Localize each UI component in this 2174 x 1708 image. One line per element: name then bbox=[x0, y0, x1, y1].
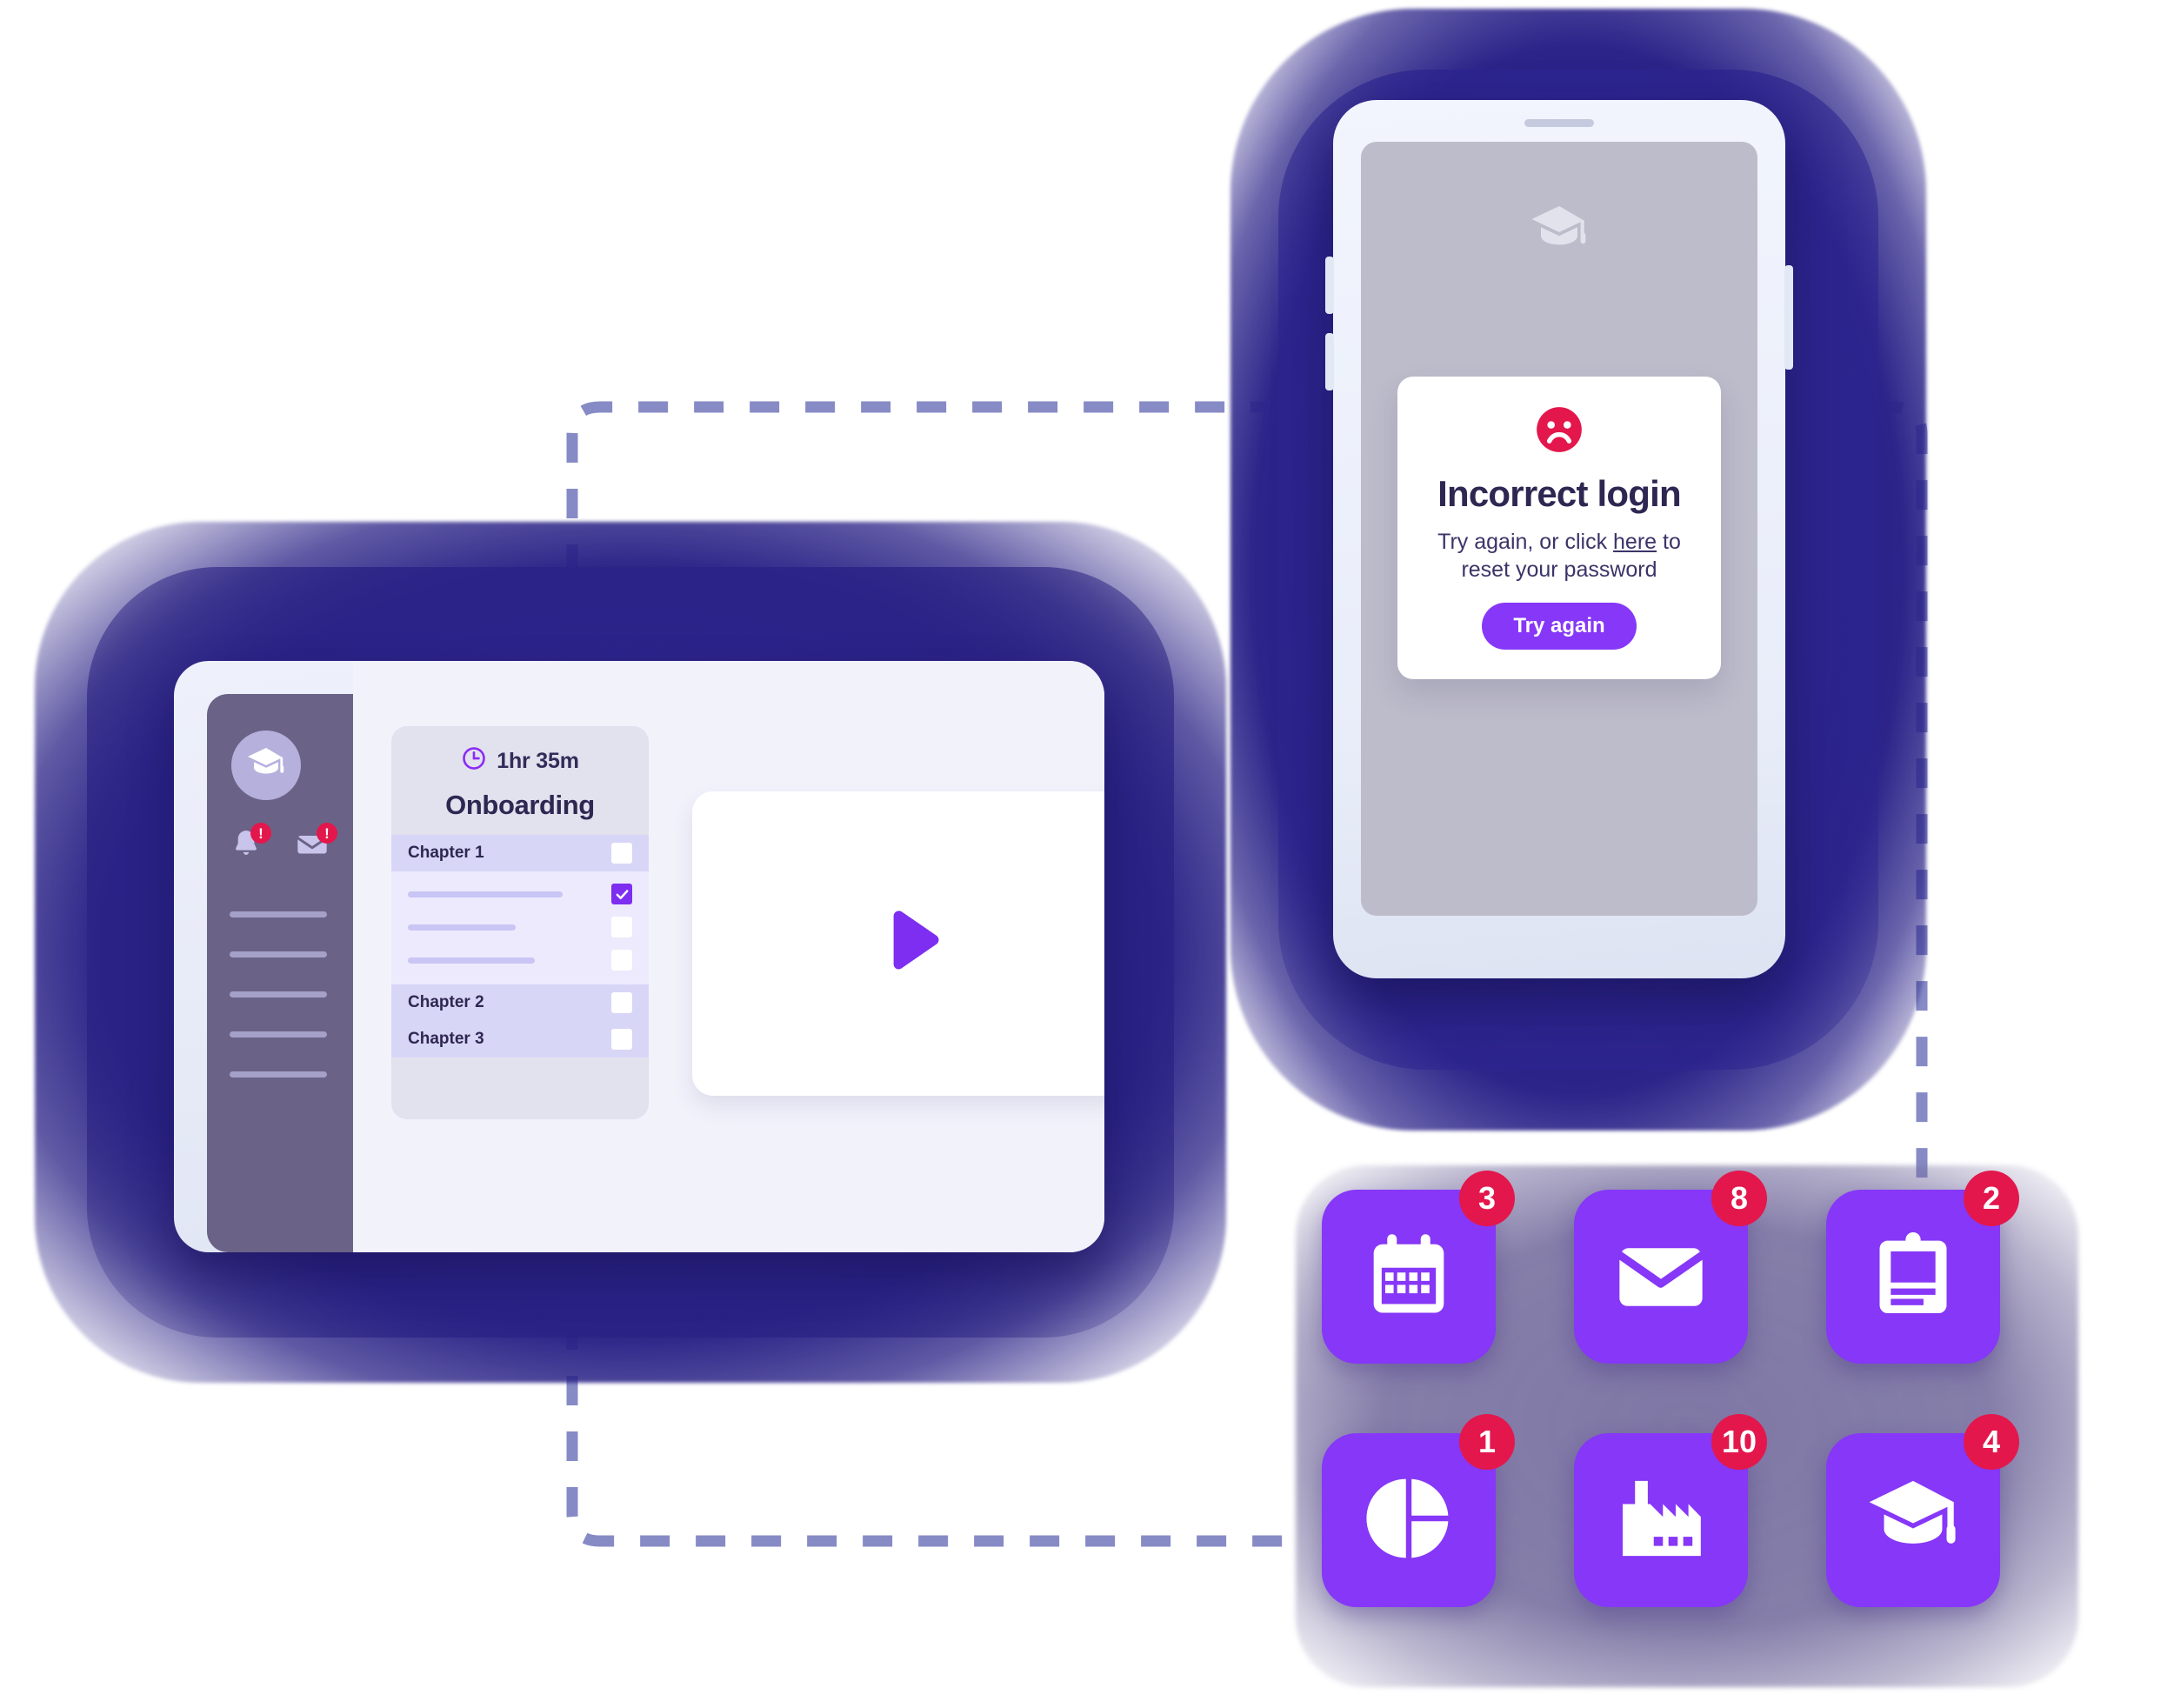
list-item[interactable] bbox=[408, 950, 632, 971]
power-button[interactable] bbox=[1784, 265, 1793, 370]
try-again-button[interactable]: Try again bbox=[1482, 603, 1637, 651]
app-badge: 10 bbox=[1711, 1414, 1767, 1470]
chapter-checkbox[interactable] bbox=[611, 843, 632, 864]
list-item[interactable] bbox=[408, 884, 632, 904]
chapter-row[interactable]: Chapter 3 bbox=[391, 1021, 649, 1057]
chapter-checkbox[interactable] bbox=[611, 992, 632, 1013]
app-badge: 1 bbox=[1459, 1414, 1515, 1470]
app-grid: 3 8 bbox=[1322, 1171, 2019, 1607]
page-title: Onboarding bbox=[445, 790, 595, 820]
graduation-cap-icon bbox=[1865, 1471, 1961, 1571]
chapter-label: Chapter 1 bbox=[408, 844, 484, 862]
app-tile-clipboard[interactable]: 2 bbox=[1826, 1171, 2019, 1364]
sidebar-nav-placeholders bbox=[230, 911, 327, 1111]
sidebar-nav-item[interactable] bbox=[230, 991, 327, 997]
chapter-label: Chapter 3 bbox=[408, 1030, 484, 1048]
app-badge: 4 bbox=[1964, 1414, 2019, 1470]
lesson-checkbox[interactable] bbox=[611, 917, 632, 937]
lesson-list bbox=[391, 871, 649, 984]
messages-button[interactable]: ! bbox=[292, 823, 337, 866]
sad-face-icon-wrap bbox=[1420, 403, 1698, 461]
app-badge: 3 bbox=[1459, 1171, 1515, 1226]
dialog-heading: Incorrect login bbox=[1437, 473, 1682, 514]
app-tile-mail[interactable]: 8 bbox=[1574, 1171, 1767, 1364]
play-icon[interactable] bbox=[868, 900, 951, 988]
error-dialog: Incorrect login Try again, or click here… bbox=[1397, 377, 1721, 680]
lesson-checkbox[interactable] bbox=[611, 950, 632, 971]
chapter-row[interactable]: Chapter 2 bbox=[391, 984, 649, 1021]
dialog-body-after: to reset your password bbox=[1461, 530, 1681, 582]
video-player[interactable] bbox=[692, 791, 1104, 1096]
list-item[interactable] bbox=[408, 917, 632, 937]
volume-down-button[interactable] bbox=[1325, 333, 1334, 390]
app-sidebar: ! ! bbox=[207, 694, 353, 1252]
volume-up-button[interactable] bbox=[1325, 257, 1334, 314]
dialog-body: Try again, or click here to reset your p… bbox=[1420, 529, 1698, 584]
course-card: 1hr 35m Onboarding Chapter 1 bbox=[391, 726, 649, 1119]
app-icon-grid: 3 8 bbox=[1287, 1157, 2087, 1696]
notifications-button[interactable]: ! bbox=[226, 823, 271, 866]
course-card-footer bbox=[391, 1057, 649, 1087]
app-tile-analytics[interactable]: 1 bbox=[1322, 1414, 1515, 1607]
app-badge: 2 bbox=[1964, 1171, 2019, 1226]
avatar[interactable] bbox=[231, 731, 301, 800]
phone-speaker bbox=[1524, 119, 1594, 127]
calendar-icon bbox=[1361, 1227, 1457, 1327]
status-badge: ! bbox=[250, 823, 271, 844]
sidebar-status-icons: ! ! bbox=[226, 823, 337, 866]
sidebar-nav-item[interactable] bbox=[230, 1031, 327, 1037]
app-badge: 8 bbox=[1711, 1171, 1767, 1226]
pie-chart-icon bbox=[1361, 1471, 1457, 1571]
sidebar-nav-item[interactable] bbox=[230, 951, 327, 957]
graduation-cap-icon bbox=[1528, 206, 1590, 264]
lesson-checkbox-checked[interactable] bbox=[611, 884, 632, 904]
factory-icon bbox=[1613, 1471, 1709, 1571]
app-tile-operations[interactable]: 10 bbox=[1574, 1414, 1767, 1607]
course-duration-label: 1hr 35m bbox=[497, 749, 579, 773]
phone-frame: Incorrect login Try again, or click here… bbox=[1325, 100, 1793, 978]
sad-face-icon bbox=[1532, 407, 1586, 460]
course-duration: 1hr 35m bbox=[391, 745, 649, 777]
laptop-screen: ! ! bbox=[174, 661, 1104, 1252]
course-card-header: 1hr 35m Onboarding bbox=[391, 726, 649, 835]
sidebar-nav-item[interactable] bbox=[230, 911, 327, 917]
chapter-checkbox[interactable] bbox=[611, 1029, 632, 1050]
dialog-body-before: Try again, or click bbox=[1437, 530, 1614, 555]
sidebar-nav-item[interactable] bbox=[230, 1071, 327, 1078]
clock-icon bbox=[461, 745, 487, 777]
graduation-cap-icon bbox=[245, 743, 287, 789]
status-badge: ! bbox=[317, 823, 337, 844]
chapter-row[interactable]: Chapter 1 bbox=[391, 835, 649, 871]
app-tile-calendar[interactable]: 3 bbox=[1322, 1171, 1515, 1364]
lesson-placeholder bbox=[408, 957, 535, 964]
envelope-icon bbox=[1613, 1227, 1709, 1327]
app-logo bbox=[1528, 198, 1590, 265]
app-main-area: 1hr 35m Onboarding Chapter 1 bbox=[353, 661, 1104, 1252]
reset-password-link[interactable]: here bbox=[1613, 530, 1657, 555]
laptop-mockup: ! ! bbox=[35, 522, 1226, 1383]
lesson-placeholder bbox=[408, 924, 516, 931]
phone-screen: Incorrect login Try again, or click here… bbox=[1361, 142, 1757, 916]
chapter-label: Chapter 2 bbox=[408, 993, 484, 1011]
phone-mockup: Incorrect login Try again, or click here… bbox=[1230, 9, 1926, 1131]
clipboard-icon bbox=[1865, 1227, 1961, 1327]
app-tile-learning[interactable]: 4 bbox=[1826, 1414, 2019, 1607]
lesson-placeholder bbox=[408, 891, 563, 897]
